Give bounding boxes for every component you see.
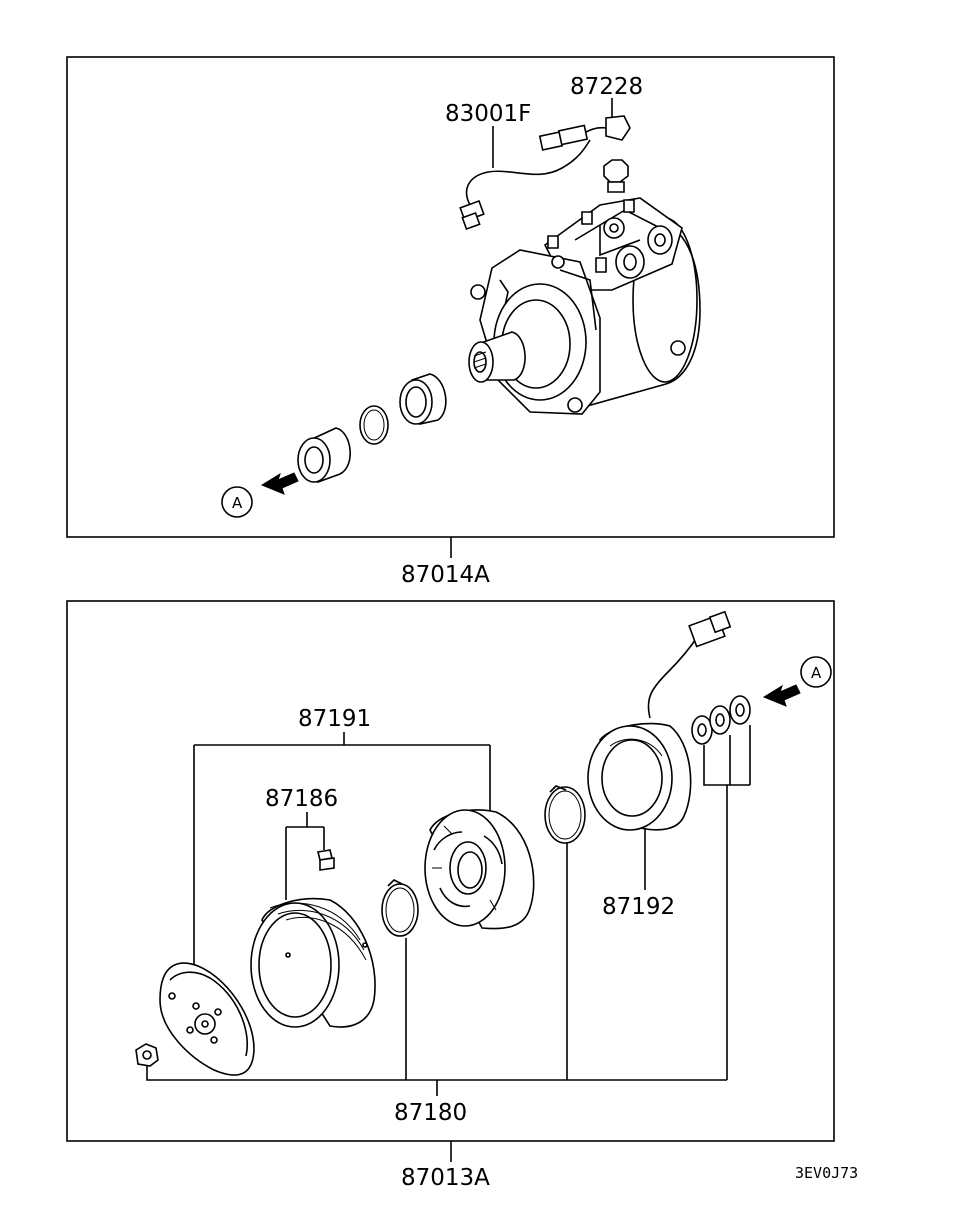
snap-ring-right: [544, 785, 586, 844]
compressor-body: [468, 197, 701, 415]
bolt-87186: [317, 849, 335, 871]
ref-a-top: A: [232, 494, 243, 512]
label-87192: 87192: [602, 894, 675, 920]
harness-connector: [459, 199, 485, 231]
ref-a-circle-top: [221, 486, 253, 518]
shims: [691, 695, 751, 745]
top-snap-ring: [359, 405, 389, 445]
bracket-87180: [146, 843, 727, 1096]
label-87186: 87186: [265, 786, 338, 812]
hub-nut: [135, 1043, 159, 1067]
top-assembly-frame: [66, 56, 835, 538]
shaft-seal: [399, 373, 447, 425]
coil-connector: [688, 610, 732, 648]
harness-wire: [465, 139, 591, 206]
label-87013a: 87013A: [401, 1165, 490, 1191]
bracket-87191: [193, 732, 491, 970]
snap-ring-left: [381, 879, 419, 937]
bracket-87186: [285, 812, 325, 900]
ref-a-bottom: A: [811, 664, 822, 682]
label-83001f: 83001F: [445, 101, 531, 127]
bearing: [297, 427, 351, 484]
pulley: [250, 897, 376, 1028]
label-87014a: 87014A: [401, 562, 490, 588]
rotor-hub: [424, 809, 535, 930]
label-87180: 87180: [394, 1100, 467, 1126]
bracket-shims: [703, 725, 751, 1080]
armature-plate: [159, 962, 255, 1076]
diagram-code: 3EV0J73: [795, 1164, 858, 1182]
arrow-to-ref-a-top: [260, 472, 299, 495]
switch-connector: [538, 115, 631, 151]
ref-a-circle-bottom: [800, 656, 832, 688]
label-87191: 87191: [298, 706, 371, 732]
pressure-switch: [603, 159, 629, 193]
coil-wire: [647, 635, 699, 719]
label-87228: 87228: [570, 74, 643, 100]
arrow-from-ref-a-bottom: [762, 684, 801, 707]
field-coil: [587, 722, 692, 831]
